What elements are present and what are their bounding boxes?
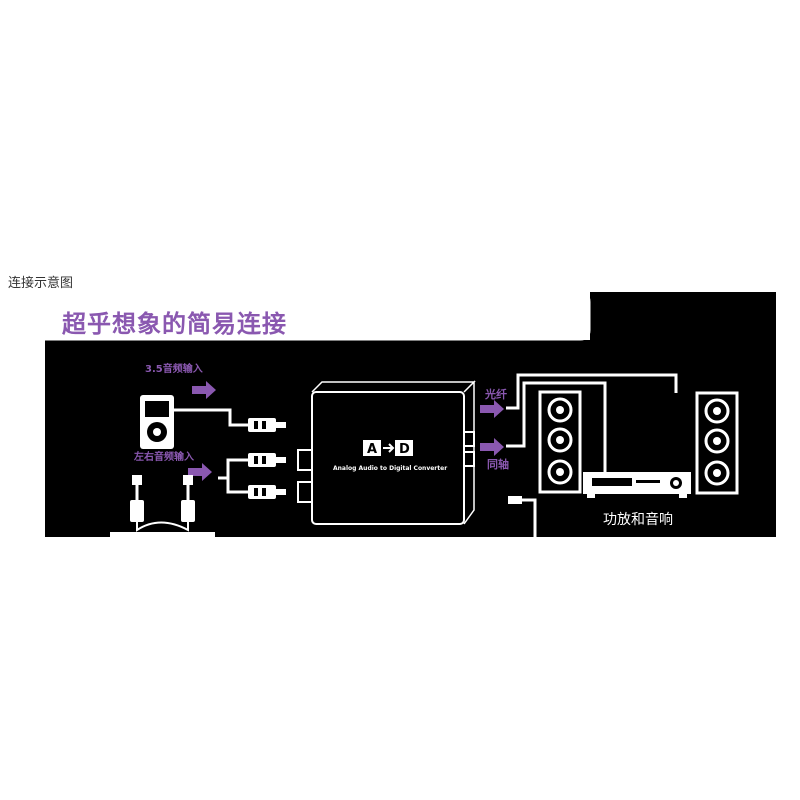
- speaker-right-icon: [695, 391, 739, 495]
- amp-label: 功放和音响: [603, 511, 673, 528]
- coaxial-arrow: [480, 438, 504, 456]
- input-35-arrow: [192, 381, 216, 399]
- title-tab: [45, 292, 590, 340]
- rca-cable-bundle: [110, 475, 215, 537]
- optical-label: 光纤: [484, 387, 507, 401]
- rca-plug-mid: [248, 453, 286, 467]
- coaxial-label: 同轴: [487, 457, 509, 471]
- logo-a: A: [367, 442, 377, 457]
- rca-plug-bottom: [248, 485, 286, 499]
- input-lr-label: 左右音频输入: [133, 450, 194, 463]
- diagram-caption: 连接示意图: [8, 276, 74, 291]
- amplifier-icon: [583, 472, 691, 498]
- optical-arrow: [480, 400, 504, 418]
- logo-d: D: [399, 442, 410, 457]
- mp3-player-icon: [140, 395, 174, 449]
- input-lr-arrow: [188, 463, 212, 481]
- device-subtitle: Analog Audio to Digital Converter: [333, 465, 447, 472]
- rca-plug-top: [248, 418, 286, 432]
- input-35-label: 3.5音频输入: [145, 362, 203, 375]
- speaker-left-icon: [538, 390, 582, 494]
- diagram-title: 超乎想象的简易连接: [62, 310, 287, 338]
- converter-device: A D Analog Audio to Digital Converter: [297, 380, 476, 525]
